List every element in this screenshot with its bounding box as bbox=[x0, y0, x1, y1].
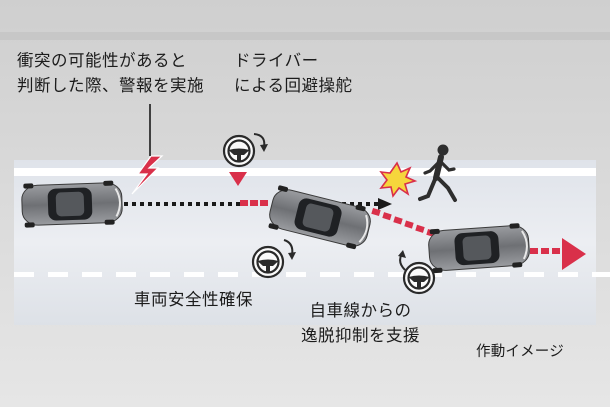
lane-dash bbox=[116, 272, 136, 277]
path-dot bbox=[350, 202, 354, 206]
warning-label-line1: 衝突の可能性があると bbox=[17, 51, 187, 70]
path-dot bbox=[124, 202, 128, 206]
rotation-arrow-tip bbox=[288, 252, 296, 260]
path-dot bbox=[236, 202, 240, 206]
path-dot bbox=[228, 202, 232, 206]
lane-dash bbox=[286, 272, 306, 277]
path-arrow-head bbox=[378, 198, 392, 210]
pedestrian-icon bbox=[418, 144, 457, 202]
avoidance-dot bbox=[404, 220, 414, 229]
avoidance-dot bbox=[240, 200, 248, 206]
steering-wheel-icon bbox=[222, 134, 256, 168]
warning-lightning-icon bbox=[131, 155, 164, 195]
steering-wheel-icon bbox=[402, 261, 436, 295]
ego-vehicle-returning bbox=[426, 221, 532, 275]
lane-dash bbox=[490, 272, 510, 277]
avoidance-dot bbox=[415, 224, 425, 233]
lane-dash bbox=[558, 272, 578, 277]
warning-label: 衝突の可能性があると 判断した際、警報を実施 bbox=[17, 48, 204, 98]
avoidance-dot bbox=[371, 207, 381, 217]
lane-dash bbox=[82, 272, 102, 277]
avoid-label-line1: ドライバー bbox=[234, 51, 319, 70]
avoidance-dot bbox=[382, 212, 392, 221]
lane-dash bbox=[524, 272, 544, 277]
path-dot bbox=[172, 202, 176, 206]
avoid-label-line2: による回避操舵 bbox=[234, 76, 353, 95]
lane-secure-label: 車両安全性確保 bbox=[134, 290, 253, 309]
suppress-label-line2: 逸脱抑制を支援 bbox=[301, 326, 420, 345]
lane-dash bbox=[150, 272, 170, 277]
avoidance-arrow-head bbox=[562, 238, 586, 270]
path-dot bbox=[156, 202, 160, 206]
lane-dash bbox=[320, 272, 340, 277]
avoidance-dot bbox=[250, 200, 258, 206]
avoidance-dot bbox=[260, 200, 268, 206]
path-dot bbox=[374, 202, 378, 206]
path-dot bbox=[196, 202, 200, 206]
warning-path bbox=[124, 202, 378, 206]
suppress-label-line1: 自車線からの bbox=[309, 301, 412, 320]
path-dot bbox=[358, 202, 362, 206]
steering-point-marker bbox=[229, 172, 247, 186]
avoidance-dot bbox=[530, 248, 538, 254]
lane-dash bbox=[184, 272, 204, 277]
warning-label-line2: 判断した際、警報を実施 bbox=[17, 76, 204, 95]
lane-departure-suppress-label: 自車線からの 逸脱抑制を支援 bbox=[301, 298, 420, 348]
avoidance-dot bbox=[552, 248, 560, 254]
path-dot bbox=[140, 202, 144, 206]
path-dot bbox=[132, 202, 136, 206]
avoidance-dot bbox=[541, 248, 549, 254]
rotation-arrow-tip bbox=[398, 250, 406, 258]
lane-dash bbox=[48, 272, 68, 277]
steering-wheel-icon bbox=[251, 245, 285, 279]
path-dot bbox=[204, 202, 208, 206]
avoidance-dot bbox=[393, 216, 403, 225]
path-dot bbox=[148, 202, 152, 206]
path-dot bbox=[220, 202, 224, 206]
lane-dash bbox=[388, 272, 408, 277]
path-dot bbox=[180, 202, 184, 206]
path-dot bbox=[164, 202, 168, 206]
path-dot bbox=[188, 202, 192, 206]
lane-divider bbox=[14, 272, 610, 277]
avoid-steering-label: ドライバー による回避操舵 bbox=[234, 48, 353, 98]
path-dot bbox=[366, 202, 370, 206]
lane-dash bbox=[14, 272, 34, 277]
path-dot bbox=[212, 202, 216, 206]
rotation-arrow-tip bbox=[260, 144, 268, 152]
caption: 作動イメージ bbox=[476, 344, 564, 360]
lane-dash bbox=[456, 272, 476, 277]
lane-dash bbox=[218, 272, 238, 277]
ego-vehicle-initial bbox=[20, 179, 124, 229]
lane-dash bbox=[592, 272, 610, 277]
collision-burst-icon bbox=[379, 161, 418, 198]
lane-dash bbox=[354, 272, 374, 277]
